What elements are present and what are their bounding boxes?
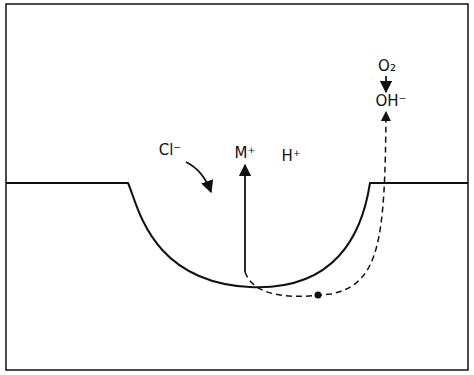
oxygen-arrow [385, 76, 387, 92]
ion-label: O₂ [376, 58, 398, 75]
ion-label: OH⁻ [373, 93, 408, 110]
ion-label: H⁺ [279, 148, 302, 165]
ion-label: Cl⁻ [157, 142, 184, 159]
ion-label: M⁺ [233, 145, 258, 162]
chloride-arrow [186, 162, 211, 192]
pit-surface [6, 183, 468, 287]
electron-dot [315, 292, 322, 299]
metal-ion-arrow [244, 165, 246, 272]
electron-path [245, 112, 386, 296]
frame [6, 4, 468, 370]
